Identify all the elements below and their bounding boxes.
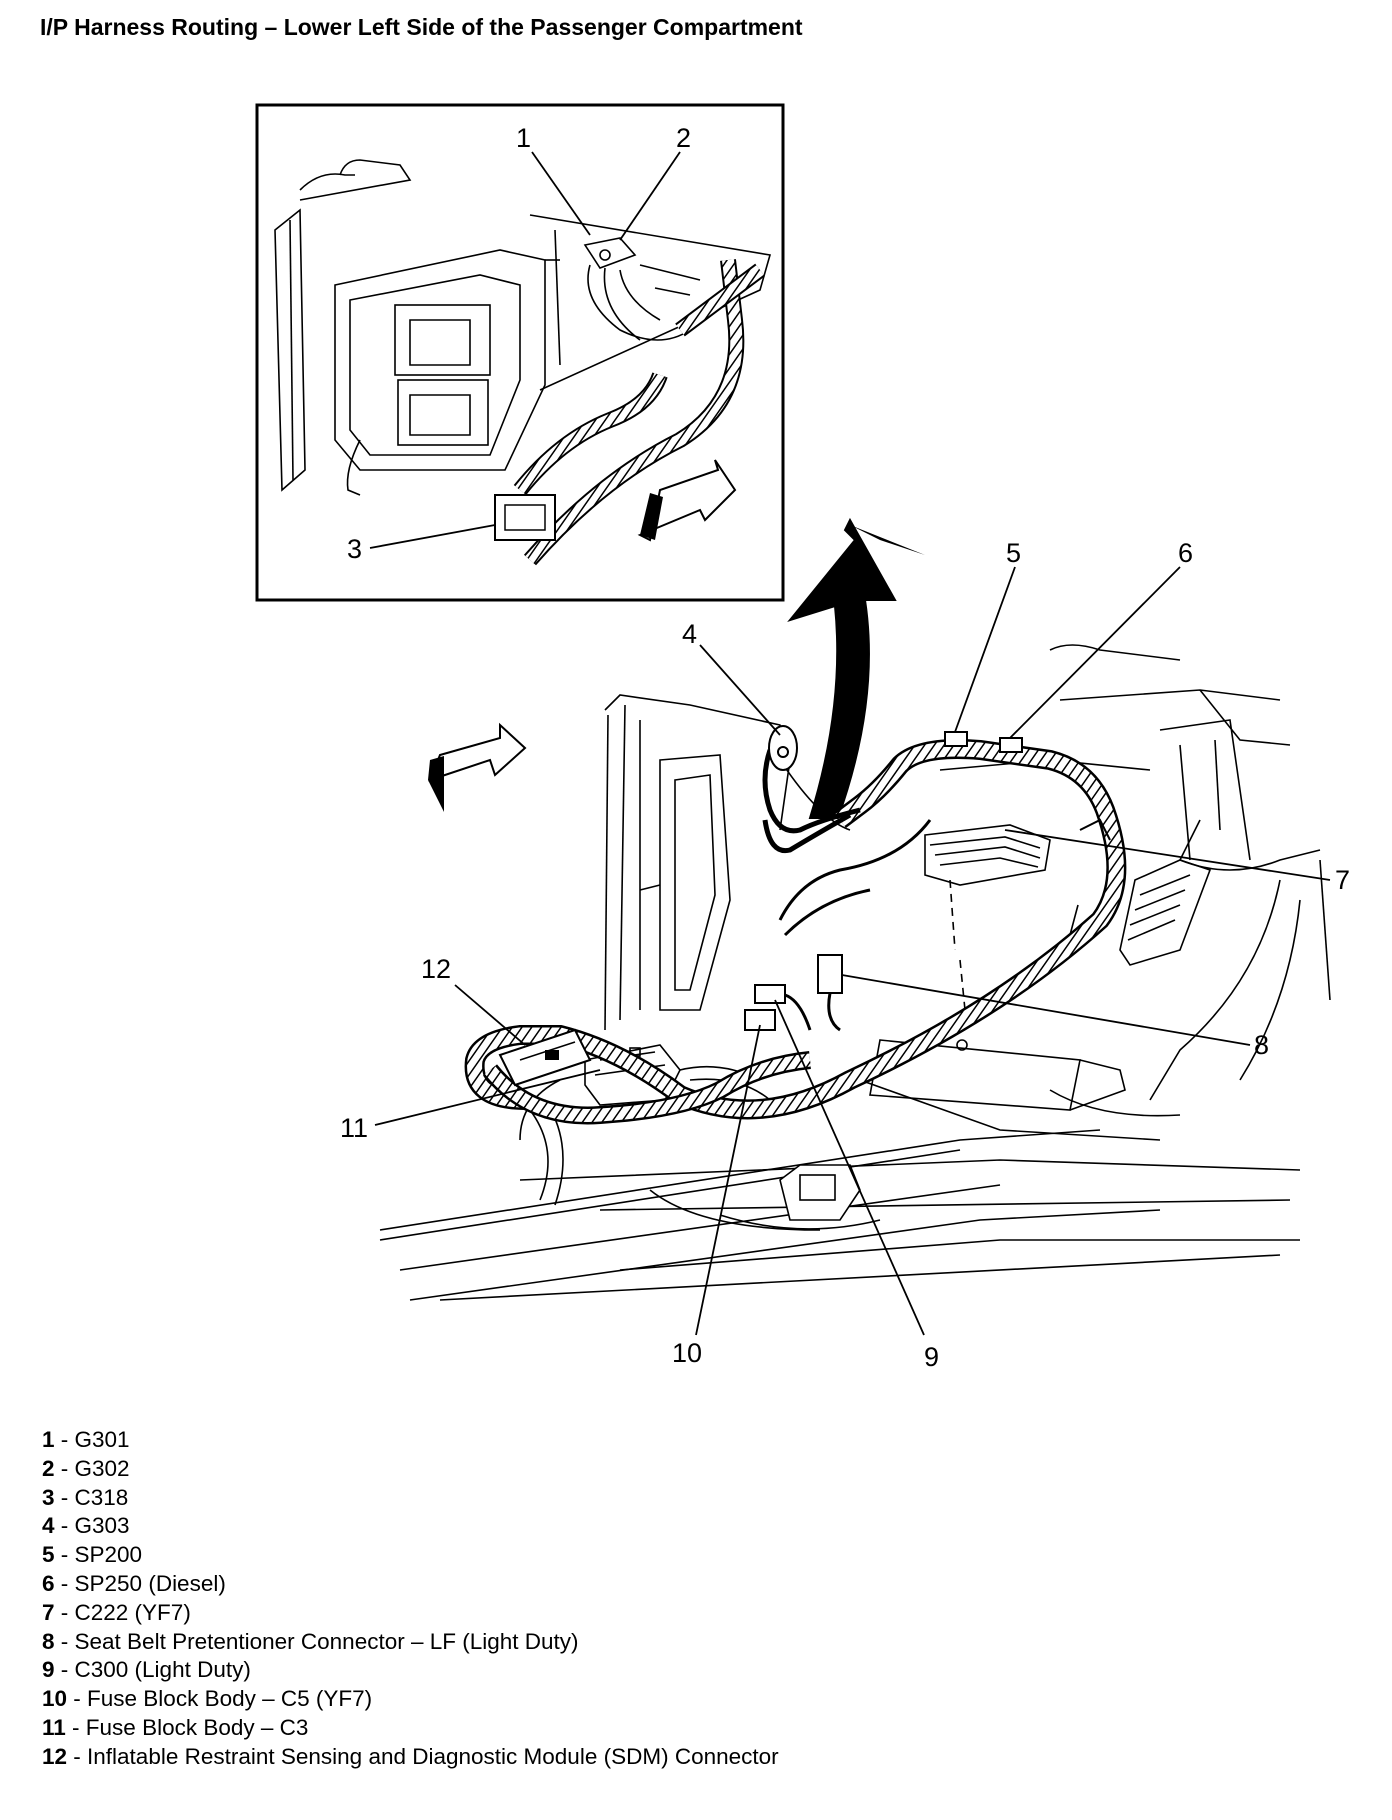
callout-11: 11 (340, 1113, 368, 1143)
callout-8: 8 (1254, 1030, 1269, 1060)
callout-4: 4 (682, 619, 697, 649)
legend-item: 3 - C318 (42, 1484, 129, 1510)
callout-1: 1 (516, 123, 531, 153)
legend-item: 2 - G302 (42, 1455, 130, 1481)
callout-3: 3 (347, 534, 362, 564)
legend-item: 11 - Fuse Block Body – C3 (42, 1714, 309, 1740)
callout-10: 10 (672, 1338, 702, 1368)
page-title: I/P Harness Routing – Lower Left Side of… (40, 14, 803, 40)
harness-routing-diagram: 1 2 3 4 5 6 7 8 9 10 11 12 (255, 103, 1350, 1372)
legend-item: 7 - C222 (YF7) (42, 1599, 191, 1625)
callout-12: 12 (421, 954, 451, 984)
legend: 1 - G301 2 - G302 3 - C318 4 - G303 5 - … (42, 1426, 779, 1772)
detail-inset (255, 103, 785, 602)
callout-9: 9 (924, 1342, 939, 1372)
callout-6: 6 (1178, 538, 1193, 568)
leader-lines (374, 566, 1331, 1336)
legend-item: 6 - SP250 (Diesel) (42, 1570, 226, 1596)
legend-item: 5 - SP200 (42, 1542, 143, 1568)
legend-item: 1 - G301 (42, 1427, 130, 1452)
legend-item: 8 - Seat Belt Pretentioner Connector – L… (42, 1628, 579, 1654)
legend-item: 12 - Inflatable Restraint Sensing and Di… (42, 1743, 779, 1769)
callout-5: 5 (1006, 538, 1021, 568)
legend-item: 10 - Fuse Block Body – C5 (YF7) (42, 1686, 373, 1712)
view-transition-arrow (787, 517, 897, 819)
callout-7: 7 (1335, 865, 1350, 895)
callout-2: 2 (676, 123, 691, 153)
legend-item: 4 - G303 (42, 1513, 130, 1539)
legend-item: 9 - C300 (Light Duty) (42, 1657, 251, 1683)
direction-arrow (428, 722, 527, 812)
main-harness (464, 725, 1127, 1125)
